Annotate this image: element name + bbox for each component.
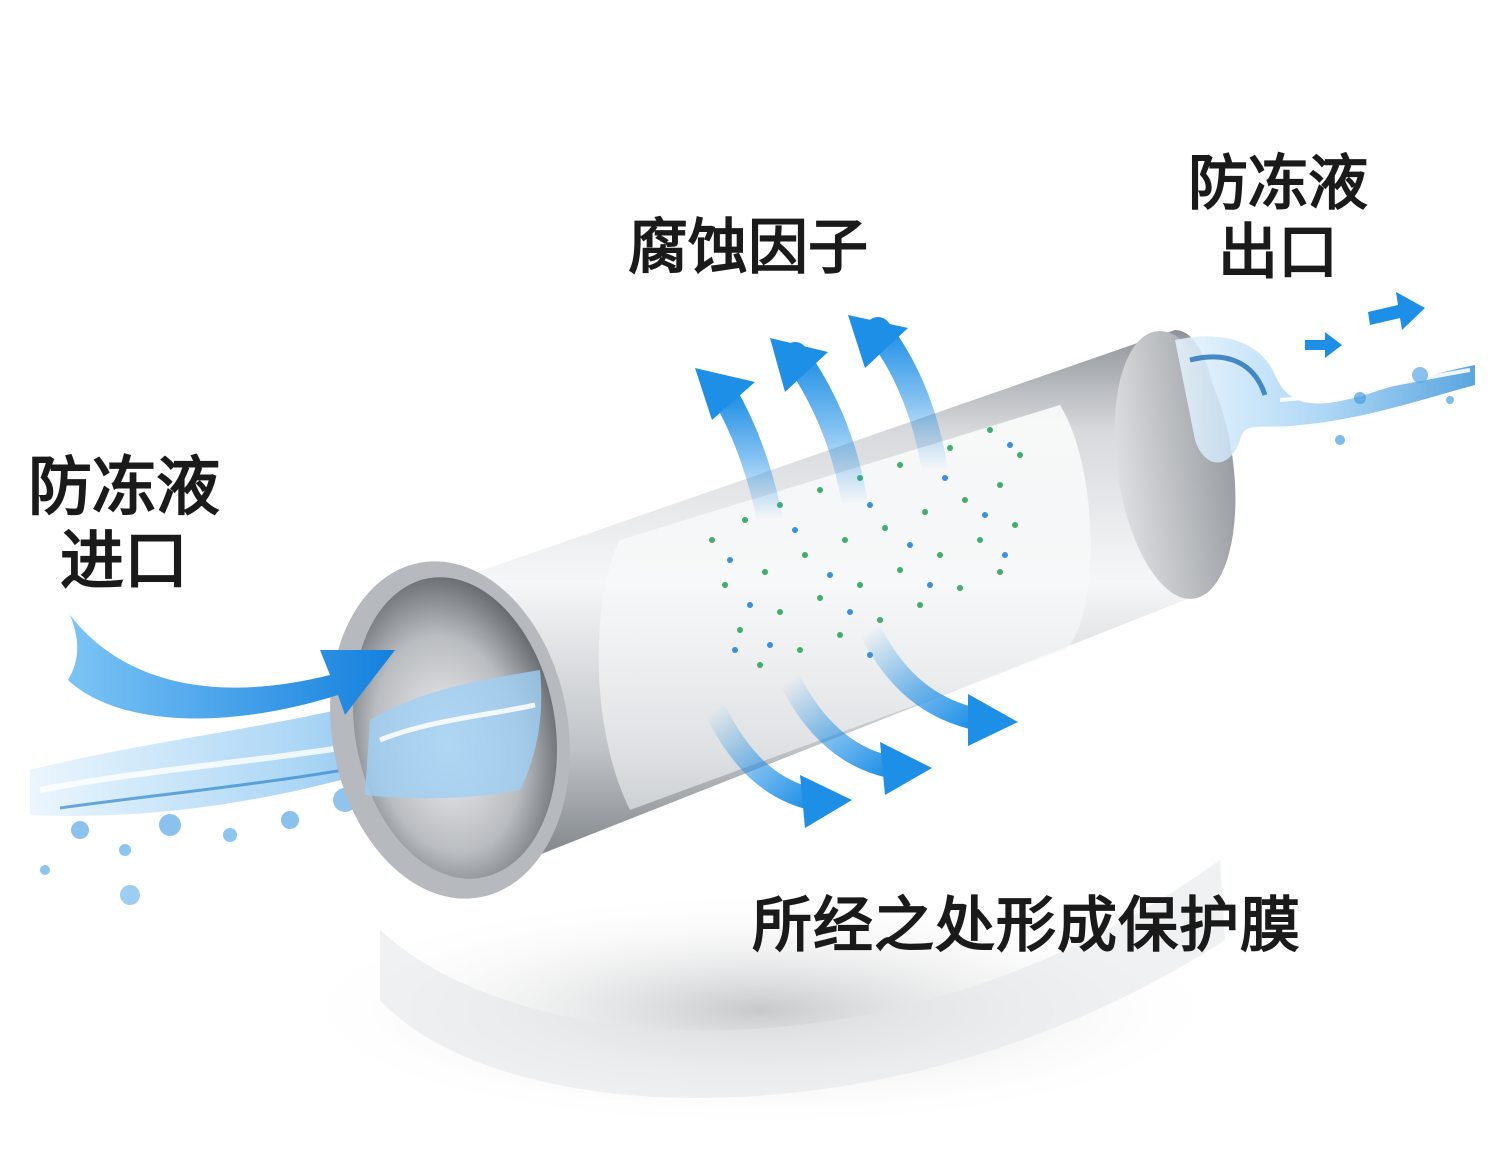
- inlet-label-line2: 进口: [60, 524, 188, 599]
- outlet-water-stream: [1175, 336, 1475, 463]
- corrosion-factor-label: 腐蚀因子: [628, 213, 868, 283]
- outlet-arrows: [1305, 292, 1425, 358]
- inlet-label-line1: 防冻液: [28, 451, 220, 525]
- corrosion-up-arrows: [695, 315, 948, 533]
- outlet-label-line1: 防冻液: [1188, 149, 1368, 219]
- protective-film-label: 所经之处形成保护膜: [752, 891, 1301, 961]
- protective-film-arrows: [704, 619, 1018, 828]
- inlet-label: 防冻液 进口: [28, 451, 220, 599]
- inlet-arrow: [68, 615, 395, 719]
- pipe-reflection: [380, 860, 1225, 1098]
- pipe: [330, 330, 1236, 899]
- outlet-label: 防冻液 出口: [1188, 150, 1368, 288]
- outlet-label-line2: 出口: [1218, 218, 1338, 288]
